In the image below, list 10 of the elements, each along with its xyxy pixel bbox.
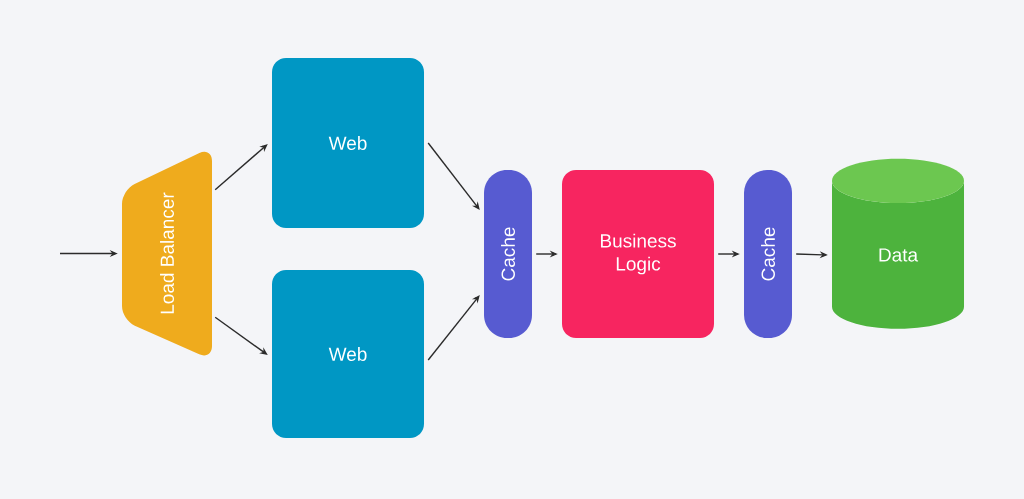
server-box: Web	[272, 58, 424, 228]
cache-pill: Cache	[484, 170, 532, 338]
arrow	[427, 142, 480, 210]
arrow	[214, 316, 268, 355]
arrow	[214, 144, 268, 191]
arrow	[427, 295, 480, 361]
database-cylinder: Data	[832, 158, 964, 329]
server-box: Web	[272, 270, 424, 438]
cache-pill: Cache	[744, 170, 792, 338]
process-box: Business Logic	[562, 170, 714, 338]
